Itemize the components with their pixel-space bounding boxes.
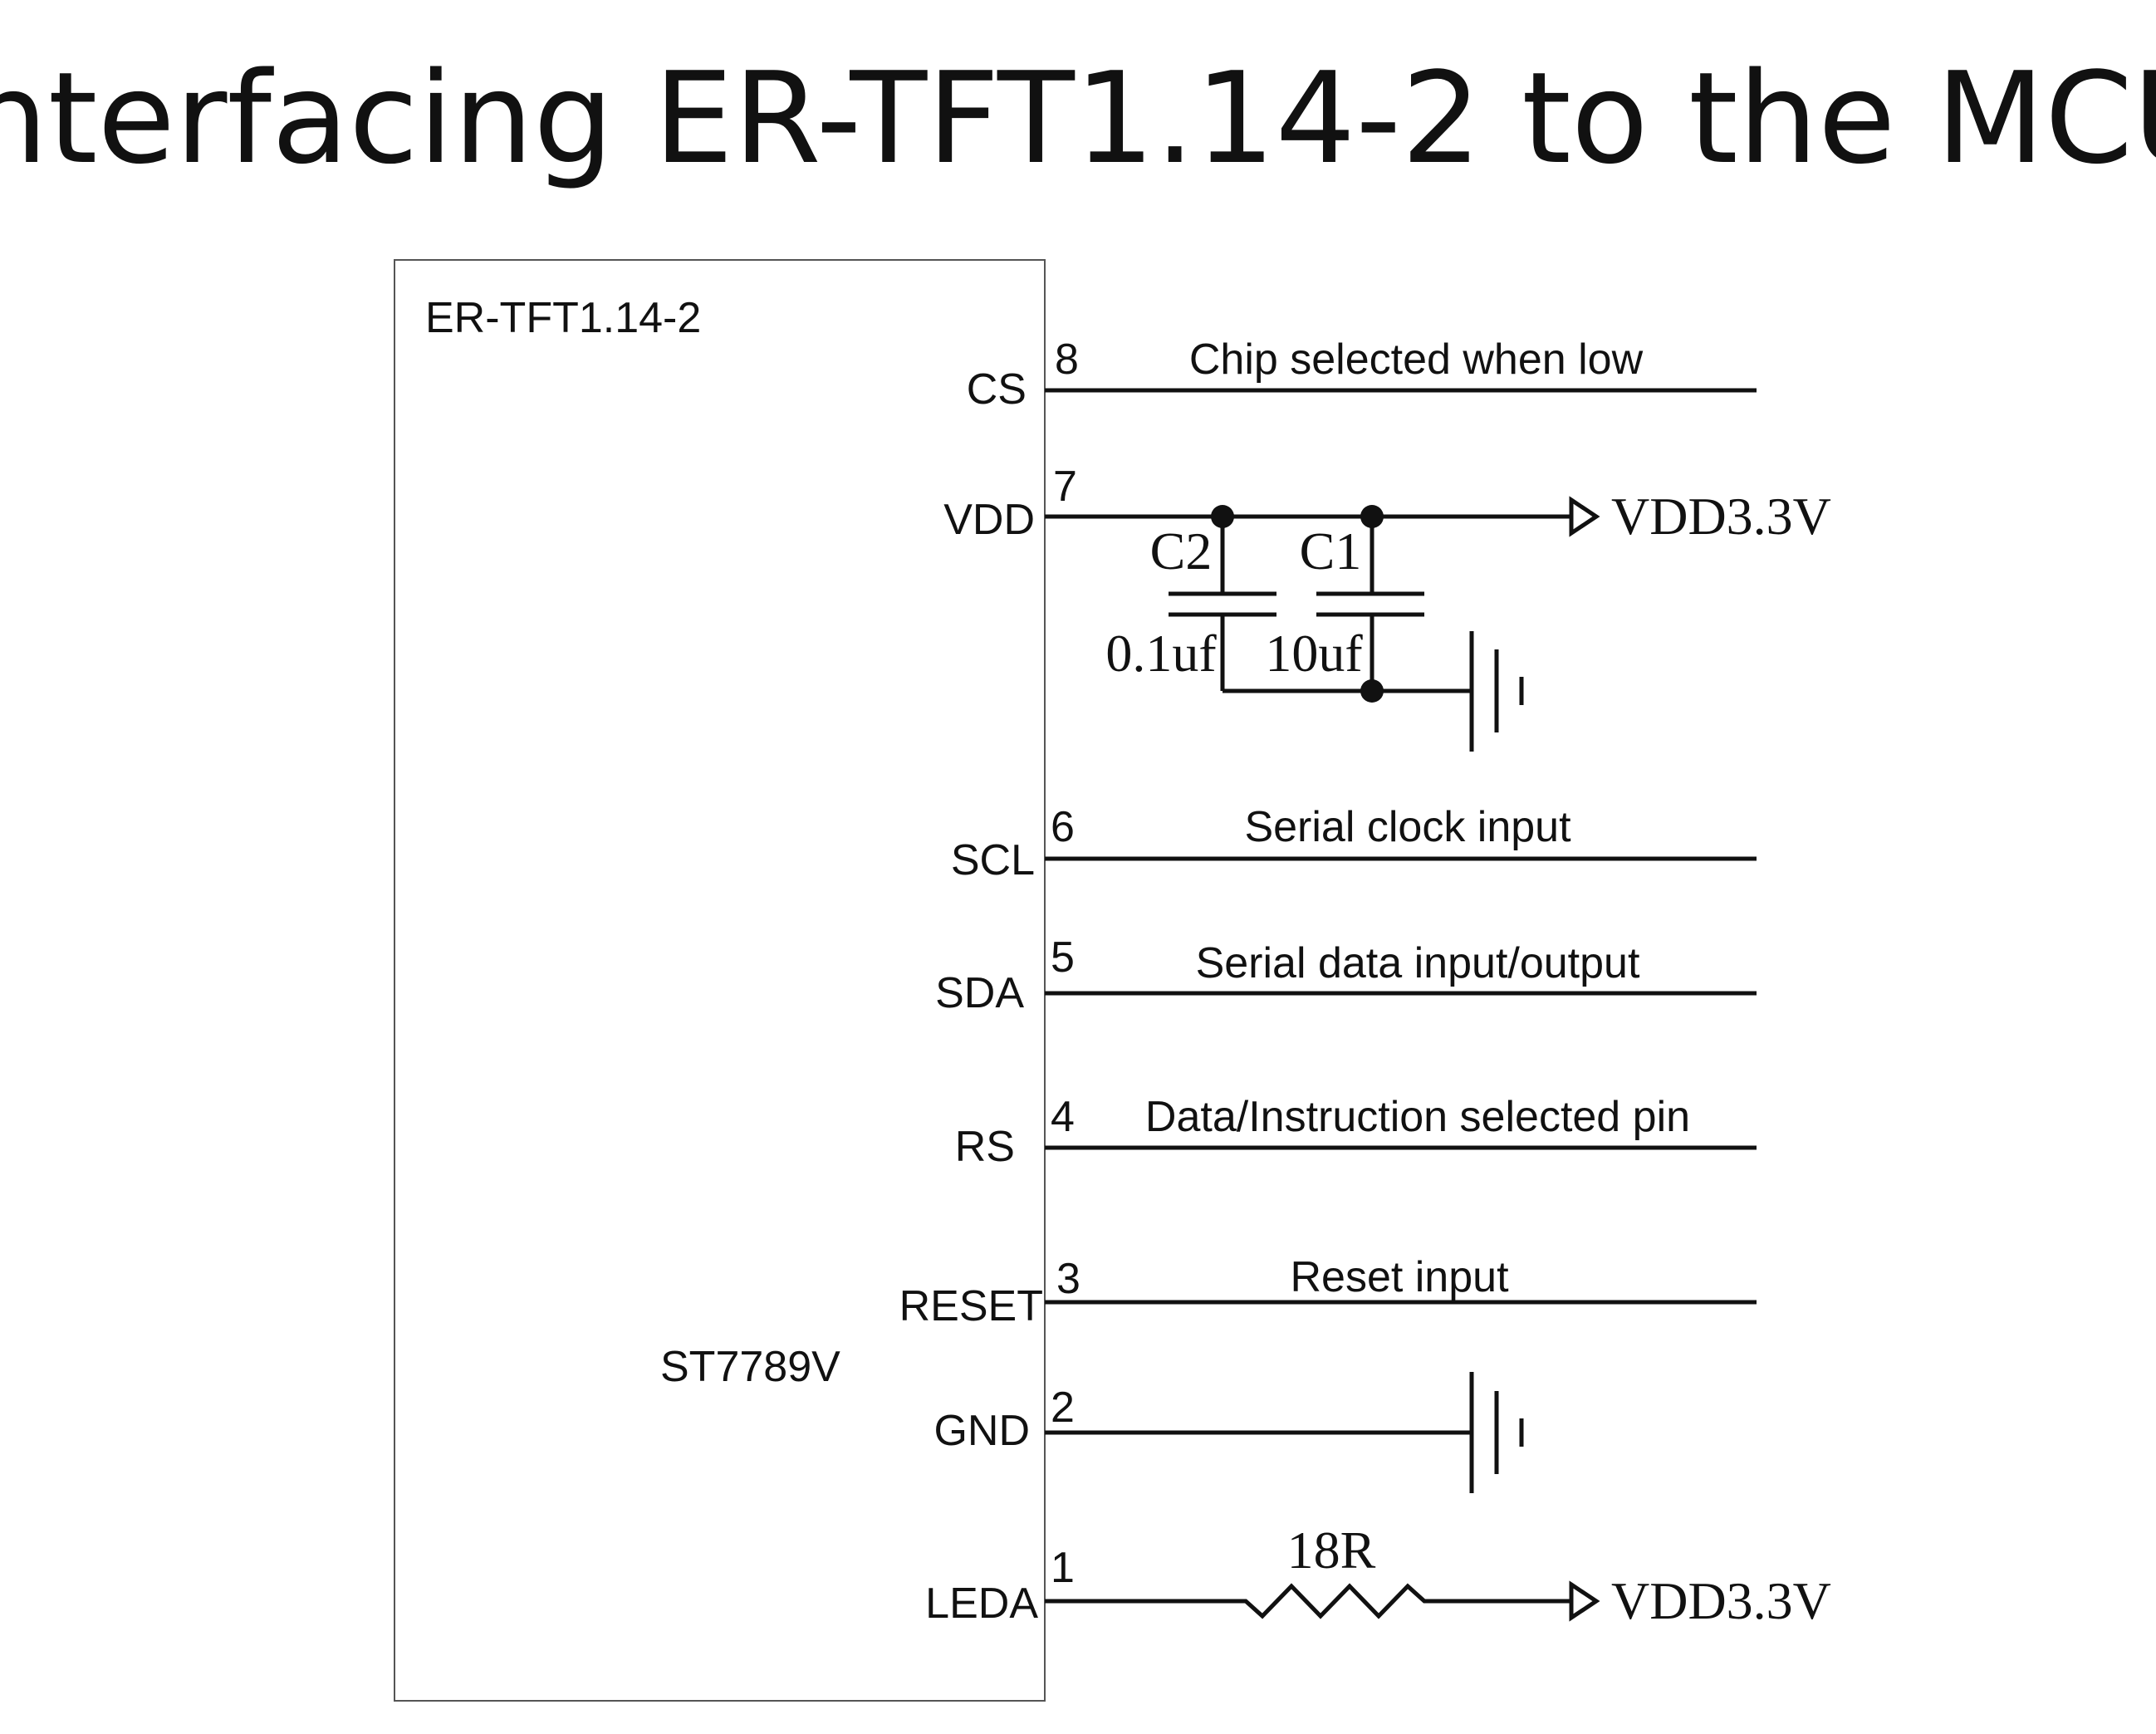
pin-rs: RS 4 Data/Instruction selected pin <box>955 1093 1757 1171</box>
pin-desc-sda: Serial data input/output <box>1196 939 1640 987</box>
pin-gnd: GND 2 <box>933 1372 1524 1493</box>
pin-number-7: 7 <box>1053 463 1077 511</box>
pin-number-2: 2 <box>1051 1384 1075 1432</box>
leda-arrow-icon <box>1569 1580 1600 1622</box>
ground-icon <box>1469 1372 1524 1493</box>
vdd-supply-label: VDD3.3V <box>1611 487 1831 546</box>
ground-icon <box>1469 631 1524 752</box>
c2-value: 0.1uf <box>1105 624 1217 683</box>
resistor-value: 18R <box>1287 1521 1376 1580</box>
pin-number-6: 6 <box>1051 803 1075 851</box>
junction-dot <box>1360 679 1384 703</box>
leda-supply-label: VDD3.3V <box>1611 1571 1831 1630</box>
c1-value: 10uf <box>1265 624 1363 683</box>
pin-number-1: 1 <box>1051 1544 1075 1592</box>
pin-name-rs: RS <box>955 1123 1015 1171</box>
pin-sda: SDA 5 Serial data input/output <box>935 933 1757 1017</box>
c2-ref: C2 <box>1150 522 1213 580</box>
controller-name: ST7789V <box>660 1343 840 1391</box>
pin-leda: LEDA 1 18R VDD3.3V <box>925 1521 1831 1630</box>
pin-number-4: 4 <box>1051 1093 1075 1141</box>
page-title: Interfacing ER-TFT1.14-2 to the MCU <box>0 45 2156 192</box>
pin-desc-rs: Data/Instruction selected pin <box>1145 1093 1690 1141</box>
pin-desc-scl: Serial clock input <box>1244 803 1571 851</box>
pin-cs: CS 8 Chip selected when low <box>967 336 1757 414</box>
resistor-icon <box>1045 1583 1571 1619</box>
pin-name-scl: SCL <box>951 836 1035 884</box>
module-name: ER-TFT1.14-2 <box>425 294 701 342</box>
pin-name-vdd: VDD <box>943 496 1035 544</box>
pin-vdd: VDD 7 VDD3.3V C2 0.1uf C1 10uf <box>943 463 1831 752</box>
pin-reset: RESET 3 Reset input <box>899 1253 1757 1330</box>
pin-number-5: 5 <box>1051 933 1075 982</box>
pin-name-reset: RESET <box>899 1282 1043 1330</box>
pin-name-sda: SDA <box>935 969 1024 1017</box>
pin-name-leda: LEDA <box>925 1580 1038 1628</box>
pin-name-gnd: GND <box>933 1407 1030 1455</box>
pin-desc-cs: Chip selected when low <box>1189 336 1644 384</box>
pin-number-8: 8 <box>1055 336 1079 384</box>
pin-scl: SCL 6 Serial clock input <box>951 803 1757 884</box>
pin-number-3: 3 <box>1056 1255 1080 1303</box>
pin-desc-reset: Reset input <box>1290 1253 1509 1301</box>
pin-name-cs: CS <box>967 365 1027 414</box>
vdd-arrow-icon <box>1569 496 1600 537</box>
module-box <box>394 259 1046 1702</box>
c1-ref: C1 <box>1300 522 1362 580</box>
